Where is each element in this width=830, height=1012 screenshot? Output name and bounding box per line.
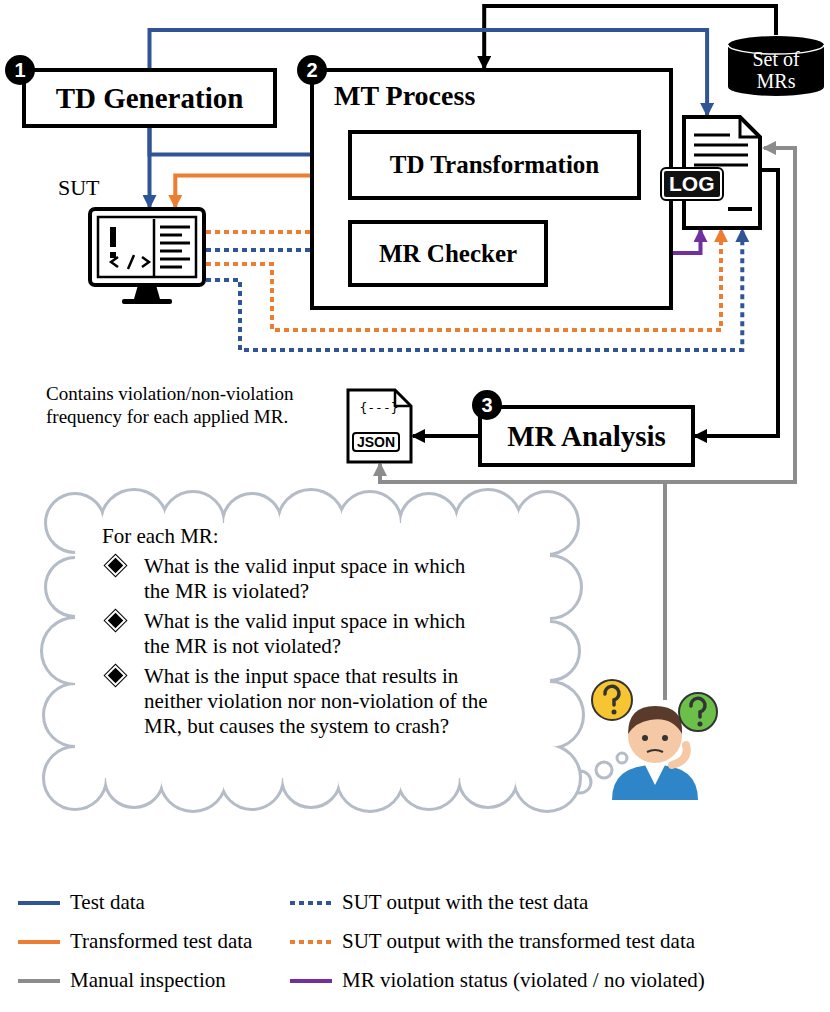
box-label: TD Transformation xyxy=(390,151,600,179)
monitor-shape xyxy=(88,207,206,305)
legend-sample xyxy=(290,901,332,905)
connector-arrow xyxy=(413,434,478,438)
box-label: MR Checker xyxy=(379,240,517,268)
question-text: What is the input space that results in … xyxy=(144,664,489,739)
box-label: TD Generation xyxy=(56,82,244,115)
process-group: MT Process TD Transformation MR Checker xyxy=(310,68,673,310)
cloud-text: For each MR: What is the valid input spac… xyxy=(102,524,512,739)
system-label: SUT xyxy=(58,175,100,201)
callout-number: 3 xyxy=(481,394,492,417)
question-text: What is the valid input space in which t… xyxy=(144,554,489,604)
store-label: Set of MRs xyxy=(740,48,812,92)
legend-sample xyxy=(18,940,60,944)
monitor-icon: SUT xyxy=(88,207,206,305)
json-file: {---} JSON xyxy=(345,388,413,464)
process-box: MR Analysis xyxy=(478,405,695,467)
annotation-note: Contains violation/non-violation frequen… xyxy=(46,383,338,429)
file-badge: JSON xyxy=(352,432,400,452)
database-cylinder: Set of MRs xyxy=(727,35,825,97)
callout-number: 2 xyxy=(306,59,317,82)
log-document: LOG xyxy=(680,115,762,230)
thought-cloud: For each MR: What is the valid input spac… xyxy=(40,488,585,813)
person-icon xyxy=(592,680,717,800)
legend-text: Test data xyxy=(70,890,145,915)
file-glyph: {---} xyxy=(345,400,413,415)
box-label: MR Analysis xyxy=(507,420,666,453)
legend-sample xyxy=(18,901,60,905)
bullet-mark xyxy=(108,613,124,629)
callout-number: 2 xyxy=(297,55,327,85)
callout-number: 1 xyxy=(14,59,25,82)
legend-text: Transformed test data xyxy=(70,929,252,954)
legend-sample xyxy=(290,940,332,944)
group-heading: MT Process xyxy=(334,80,475,112)
bullet-mark xyxy=(108,668,124,684)
legend-sample xyxy=(18,979,60,983)
log-badge: LOG xyxy=(662,169,722,199)
process-box: TD Generation xyxy=(22,68,277,128)
legend-text: SUT output with the transformed test dat… xyxy=(342,929,695,954)
process-box: MR Checker xyxy=(348,220,548,287)
legend-text: SUT output with the test data xyxy=(342,890,588,915)
cloud-heading: For each MR: xyxy=(102,524,512,549)
question-text: What is the valid input space in which t… xyxy=(144,609,489,659)
legend-text: MR violation status (violated / no viola… xyxy=(342,968,705,993)
legend-sample xyxy=(290,979,332,983)
connector-arrow xyxy=(148,128,152,207)
bullet-mark xyxy=(108,558,124,574)
legend-text: Manual inspection xyxy=(70,968,226,993)
document-shape xyxy=(345,388,413,464)
callout-number: 1 xyxy=(5,55,35,85)
callout-number: 3 xyxy=(472,390,502,420)
process-box: TD Transformation xyxy=(348,130,641,200)
